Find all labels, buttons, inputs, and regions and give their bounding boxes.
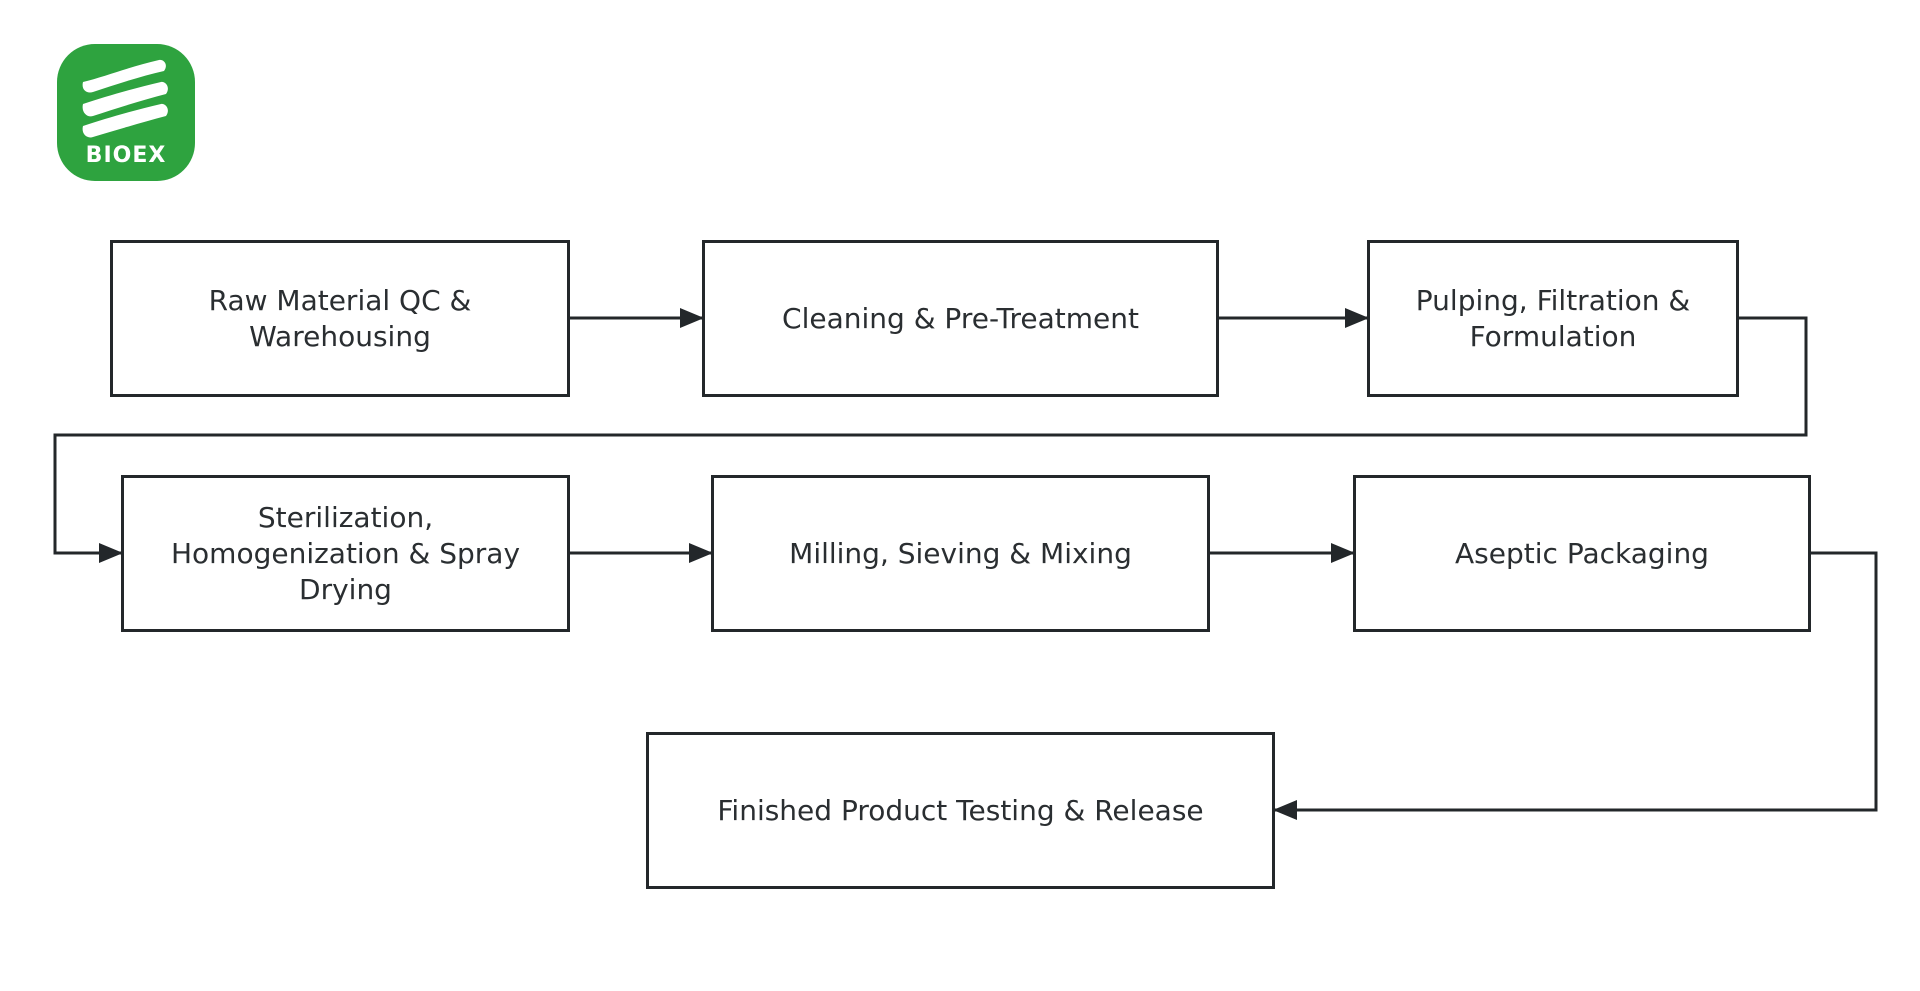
connector-6-to-7 <box>1273 551 1878 820</box>
step-label: Raw Material QC & Warehousing <box>208 283 472 353</box>
step-label: Sterilization, Homogenization & Spray Dr… <box>170 500 521 606</box>
step-label: Pulping, Filtration & Formulation <box>1415 283 1691 353</box>
step-milling-sieving: Milling, Sieving & Mixing <box>711 475 1210 632</box>
step-cleaning-pretreatment: Cleaning & Pre-Treatment <box>702 240 1219 397</box>
step-label: Milling, Sieving & Mixing <box>789 536 1132 570</box>
step-label: Cleaning & Pre-Treatment <box>782 301 1139 335</box>
step-pulping-filtration: Pulping, Filtration & Formulation <box>1367 240 1739 397</box>
logo-wordmark: BIOEX <box>85 143 167 168</box>
step-finished-product-testing: Finished Product Testing & Release <box>646 732 1275 889</box>
bioex-logo: BIOEX <box>57 44 195 181</box>
step-aseptic-packaging: Aseptic Packaging <box>1353 475 1811 632</box>
wave-logo-icon <box>82 59 168 138</box>
step-label: Aseptic Packaging <box>1455 536 1709 570</box>
connector-3-to-4 <box>53 316 1808 563</box>
step-label: Finished Product Testing & Release <box>717 793 1204 827</box>
step-sterilization-spray-drying: Sterilization, Homogenization & Spray Dr… <box>121 475 570 632</box>
step-raw-material-qc: Raw Material QC & Warehousing <box>110 240 570 397</box>
